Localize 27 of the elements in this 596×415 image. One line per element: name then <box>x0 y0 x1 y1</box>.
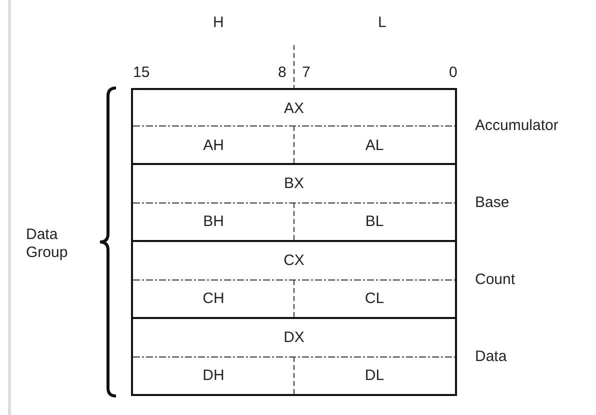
register-name: BX <box>284 175 304 192</box>
byte-cell: AL <box>294 128 455 163</box>
register-box <box>131 240 457 319</box>
byte-cell: DH <box>133 357 294 394</box>
register-box <box>131 88 457 165</box>
byte-cell: AH <box>133 128 294 163</box>
bit-number: 7 <box>302 64 310 82</box>
byte-cell: CH <box>133 280 294 317</box>
byte-cell: DL <box>294 357 455 394</box>
bit-number: 15 <box>133 64 150 82</box>
register-name: DX <box>284 329 304 346</box>
register-box <box>131 317 457 396</box>
register-box <box>131 163 457 242</box>
bit-number: 8 <box>278 64 286 82</box>
register-name: CX <box>284 252 304 269</box>
byte-cell: BH <box>133 203 294 240</box>
register-purpose: Count <box>475 270 516 288</box>
register-purpose: Base <box>475 194 510 212</box>
byte-cell: CL <box>294 280 455 317</box>
register-purpose: Accumulator <box>475 116 558 134</box>
half-label: L <box>378 14 386 32</box>
byte-cell: BL <box>294 203 455 240</box>
bit-number: 0 <box>449 64 458 82</box>
register-purpose: Data <box>475 348 507 366</box>
register-name: AX <box>284 100 304 117</box>
half-label: H <box>213 14 224 32</box>
group-label: Data Group <box>26 226 69 262</box>
